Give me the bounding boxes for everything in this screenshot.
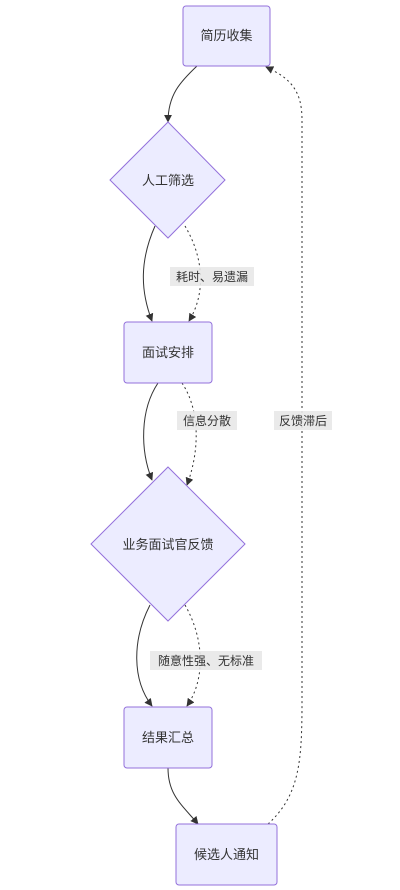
edge-schedule-to-feedback-issue: [181, 382, 197, 486]
node-interview-scheduling-label: 面试安排: [142, 346, 194, 361]
edge-label-feedback-summary: 随意性强、无标准: [150, 651, 262, 670]
node-manual-screening: 人工筛选: [109, 121, 226, 239]
edge-feedback-to-summary: [136, 604, 153, 707]
edge-resume-to-screen: [164, 65, 198, 123]
edge-summary-to-notify: [167, 767, 199, 825]
node-candidate-notification-label: 候选人通知: [194, 847, 259, 863]
node-resume-collection-label: 简历收集: [200, 28, 252, 44]
edge-screen-to-schedule: [142, 225, 156, 322]
edge-label-notify-resume: 反馈滞后: [274, 411, 332, 430]
edge-schedule-to-feedback: [143, 382, 159, 481]
node-result-summary-label: 结果汇总: [142, 731, 194, 746]
edge-screen-to-schedule-issue: [184, 225, 202, 322]
node-interviewer-feedback: 业务面试官反馈: [90, 466, 246, 622]
edge-label-schedule-feedback-text: 信息分散: [183, 413, 231, 428]
node-candidate-notification: 候选人通知: [175, 823, 278, 886]
node-result-summary: 结果汇总: [123, 706, 213, 769]
node-resume-collection: 简历收集: [182, 5, 271, 67]
edge-label-feedback-summary-text: 随意性强、无标准: [158, 653, 254, 668]
edge-label-screen-schedule: 耗时、易遗漏: [170, 267, 254, 286]
edge-label-screen-schedule-text: 耗时、易遗漏: [176, 270, 248, 284]
node-interview-scheduling: 面试安排: [123, 321, 213, 384]
edge-label-notify-resume-text: 反馈滞后: [279, 414, 327, 428]
node-interviewer-feedback-label: 业务面试官反馈: [122, 537, 213, 553]
node-manual-screening-label: 人工筛选: [142, 174, 194, 189]
edge-label-schedule-feedback: 信息分散: [177, 411, 237, 430]
edge-notify-to-resume: [265, 66, 303, 825]
